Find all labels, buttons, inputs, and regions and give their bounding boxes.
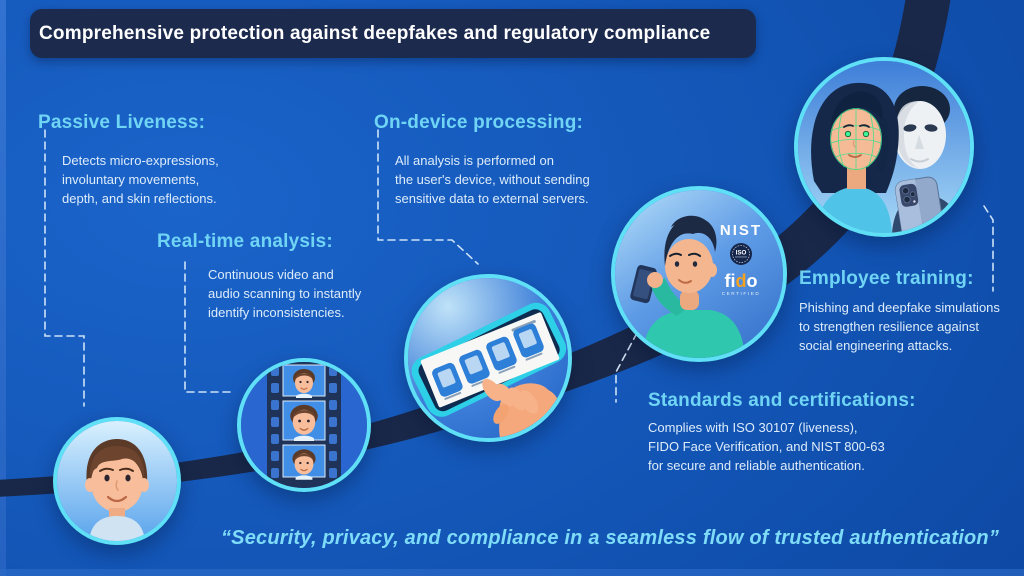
- section-employee-training: Employee training: Phishing and deepfake…: [799, 268, 1000, 353]
- scanned-woman-icon: [811, 82, 899, 233]
- smartphone-icon: [894, 176, 944, 233]
- employee-training-heading: Employee training:: [799, 268, 974, 289]
- connector-passive-liveness: [44, 129, 85, 407]
- circle-user-certifications: NIST ISO fido CERTIFIED: [611, 186, 787, 362]
- section-passive-liveness: Passive Liveness: Detects micro-expressi…: [38, 112, 219, 206]
- connector-real-time: [184, 261, 235, 393]
- iso-badge: ISO: [730, 243, 752, 265]
- document-list: [420, 312, 560, 408]
- connector-on-device: [377, 129, 479, 265]
- circle-avatar-face: [53, 417, 181, 545]
- standards-body: Complies with ISO 30107 (liveness), FIDO…: [648, 420, 885, 473]
- film-frames: [282, 364, 326, 481]
- standards-heading: Standards and certifications:: [648, 390, 916, 411]
- real-time-heading: Real-time analysis:: [157, 231, 333, 252]
- phone-icon: [411, 302, 567, 417]
- bottom-quote: “Security, privacy, and compliance in a …: [220, 527, 1000, 549]
- circle-phone-documents: [404, 274, 572, 442]
- face-scan-mask-icon: [798, 61, 970, 233]
- passive-liveness-body: Detects micro-expressions, involuntary m…: [62, 153, 219, 206]
- bottom-edge-highlight: [0, 569, 1024, 576]
- section-real-time-analysis: Real-time analysis: Continuous video and…: [157, 231, 361, 320]
- on-device-body: All analysis is performed on the user's …: [395, 153, 590, 206]
- connector-standards: [615, 332, 638, 403]
- film-sprocket-holes: [271, 366, 337, 478]
- fido-certified-label: CERTIFIED: [722, 291, 761, 296]
- certification-logos: NIST ISO fido CERTIFIED: [720, 222, 762, 296]
- fido-logo: fido: [725, 271, 758, 291]
- film-strip-icon: [241, 362, 367, 488]
- section-standards-certifications: Standards and certifications: Complies w…: [648, 390, 916, 473]
- on-device-heading: On-device processing:: [374, 112, 584, 133]
- face-mesh-icon: [830, 108, 882, 170]
- connector-employee-training: [983, 205, 994, 292]
- avatar-face-icon: [57, 421, 177, 541]
- real-time-body: Continuous video and audio scanning to i…: [208, 267, 362, 320]
- man-face-icon: [85, 439, 149, 541]
- passive-liveness-heading: Passive Liveness:: [38, 112, 206, 133]
- iso-badge-label: ISO: [736, 250, 747, 257]
- circle-face-scan-mask: [794, 57, 974, 237]
- section-on-device-processing: On-device processing: All analysis is pe…: [374, 112, 590, 206]
- title-banner: Comprehensive protection against deepfak…: [30, 9, 756, 58]
- page-title: Comprehensive protection against deepfak…: [39, 22, 711, 44]
- man-with-phone-icon: [630, 215, 745, 358]
- phone-documents-icon: [408, 278, 568, 438]
- left-edge-highlight: [0, 0, 6, 576]
- circle-video-frames: [237, 358, 371, 492]
- user-certifications-icon: NIST ISO fido CERTIFIED: [615, 190, 783, 358]
- nist-logo: NIST: [720, 222, 762, 239]
- employee-training-body: Phishing and deepfake simulations to str…: [799, 300, 1000, 353]
